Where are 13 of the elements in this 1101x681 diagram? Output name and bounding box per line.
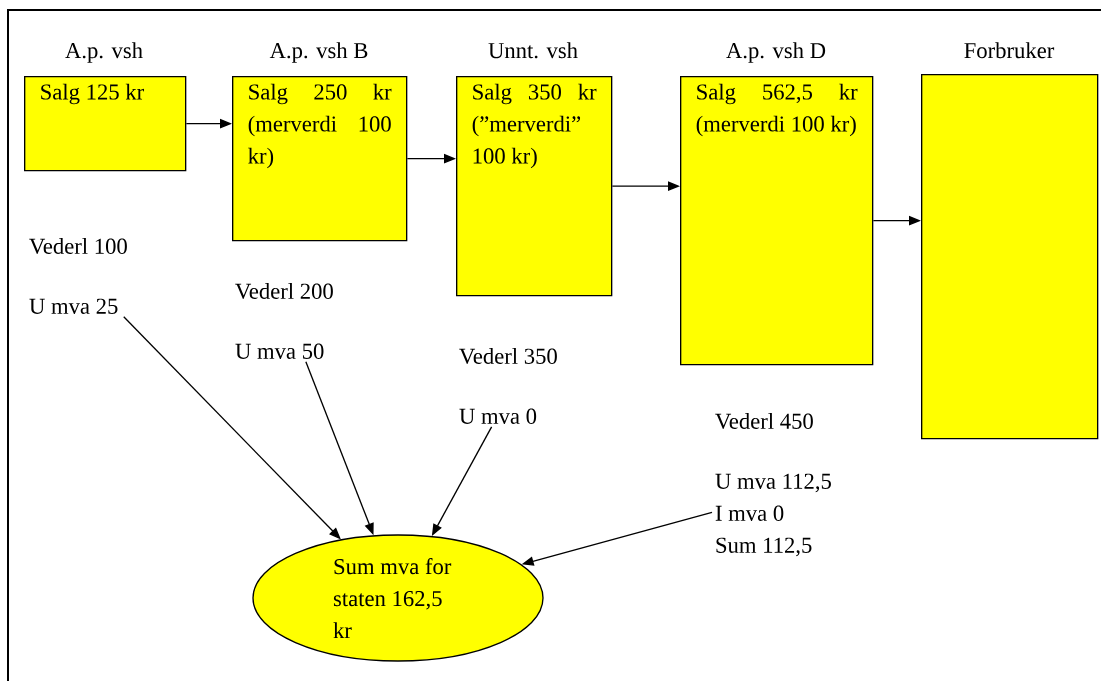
process-box: Salg 125 kr <box>24 76 187 172</box>
process-box: Salg 562,5 kr (merverdi 100 kr) <box>680 76 874 366</box>
value-text: Vederl 350 U mva 0 <box>459 347 557 424</box>
value-text: Vederl 100 U mva 25 <box>29 237 127 314</box>
process-box: Salg 350 kr (”merverdi” 100 kr) <box>456 76 613 297</box>
box-heading: A.p. vsh <box>65 42 143 63</box>
box-heading: Forbruker <box>964 42 1055 59</box>
process-box: Salg 250 kr (merverdi 100 kr) <box>232 76 408 242</box>
value-text: Vederl 200 U mva 50 <box>235 282 333 359</box>
box-heading: A.p. vsh D <box>726 42 826 63</box>
box-heading: A.p. vsh B <box>269 42 368 63</box>
value-text: Vederl 450 U mva 112,5 I mva 0 Sum 112,5 <box>715 412 831 557</box>
box-heading: Unnt. vsh <box>488 42 578 59</box>
